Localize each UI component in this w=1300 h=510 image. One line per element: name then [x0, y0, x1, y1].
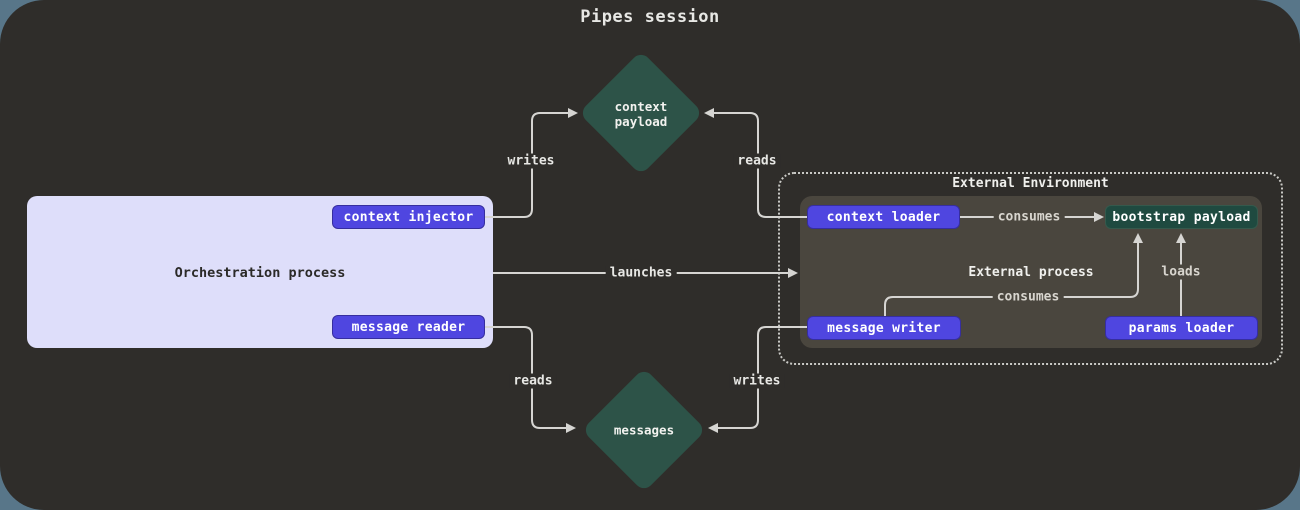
context-injector-node: context injector: [332, 205, 485, 229]
edge-label-consumes-top: consumes: [993, 209, 1065, 225]
message-writer-label: message writer: [827, 320, 941, 336]
params-loader-label: params loader: [1128, 320, 1235, 336]
bootstrap-payload-node: bootstrap payload: [1105, 205, 1258, 229]
edge-label-loads: loads: [1157, 264, 1205, 280]
params-loader-node: params loader: [1105, 316, 1258, 340]
message-reader-node: message reader: [332, 315, 485, 339]
edge-label-reads-bottom: reads: [509, 373, 557, 389]
arrowhead-consumes-top: [1094, 212, 1104, 222]
edge-label-launches: launches: [605, 265, 677, 281]
context-payload-label: context payload: [614, 99, 668, 129]
arrowhead-consumes-bottom: [1133, 233, 1143, 243]
context-loader-node: context loader: [807, 205, 960, 229]
arrowhead-writes-top: [568, 108, 578, 118]
context-loader-label: context loader: [826, 209, 941, 225]
message-writer-node: message writer: [807, 316, 961, 340]
arrowhead-reads-bottom: [566, 423, 576, 433]
arrowhead-launches: [788, 268, 798, 278]
messages-label: messages: [613, 422, 675, 438]
message-reader-label: message reader: [351, 319, 466, 335]
external-process-label: External process: [968, 265, 1094, 280]
external-environment-box: [778, 172, 1283, 365]
context-injector-label: context injector: [343, 209, 474, 225]
arrowhead-writes-bottom: [708, 423, 718, 433]
arrowhead-reads-top: [704, 108, 714, 118]
orchestration-process-label: Orchestration process: [174, 265, 346, 281]
edge-label-writes-top: writes: [503, 153, 559, 169]
edge-label-consumes-bottom: consumes: [992, 289, 1064, 305]
page-title: Pipes session: [580, 7, 720, 27]
bootstrap-payload-label: bootstrap payload: [1112, 209, 1251, 225]
arrowhead-loads: [1176, 233, 1186, 243]
edge-label-writes-bottom: writes: [729, 373, 785, 389]
edge-label-reads-top: reads: [733, 153, 781, 169]
external-environment-label: External Environment: [952, 176, 1109, 191]
